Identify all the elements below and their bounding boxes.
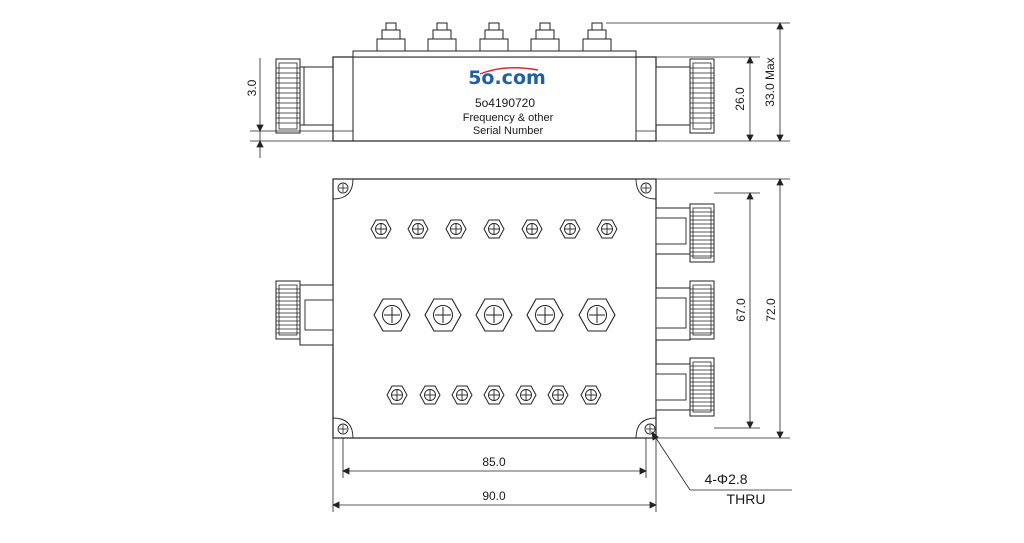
side-view: 5o.com 5o4190720 Frequency & other Seria… [245,22,790,158]
hole-callout-leader [651,431,792,491]
top-right-connector-3 [655,357,715,417]
dim-side-max [606,22,790,142]
dim-port-spacing [714,192,760,429]
hole-callout-label: 4-Φ2.8 [704,471,747,487]
side-right-connector [655,58,715,134]
top-view: 67.0 72.0 85.0 90.0 [275,178,792,512]
dim-port-spacing-label: 67.0 [734,298,748,322]
mounting-hole [640,182,652,194]
top-left-connector [275,280,334,346]
dim-overall-width [332,438,657,512]
top-right-connector-2 [655,280,715,341]
side-body [332,56,657,142]
model-number: 5o4190720 [475,96,535,110]
side-tuning-posts [376,22,612,52]
mounting-hole [337,423,349,435]
dim-side-max-label: 33.0 Max [763,57,777,106]
label-frequency: Frequency & other [463,112,554,124]
label-serial: Serial Number [473,125,544,137]
dim-overall-width-label: 90.0 [482,489,506,503]
hole-note-label: THRU [727,491,766,507]
mounting-hole [644,423,656,435]
dim-side-flange-label: 3.0 [245,79,259,96]
dim-side-flange [250,58,333,158]
side-left-connector [275,58,334,134]
mounting-hole [337,182,349,194]
dim-hole-spacing-label: 85.0 [482,455,506,469]
logo-swoosh [479,67,539,75]
dim-side-height-label: 26.0 [733,87,747,111]
dim-side-height [656,56,790,142]
top-right-connector-1 [655,203,715,263]
dim-front-height [656,178,790,439]
dim-front-height-label: 72.0 [764,298,778,322]
brand-logo: 5o.com [468,67,546,89]
dim-hole-spacing [342,438,647,478]
